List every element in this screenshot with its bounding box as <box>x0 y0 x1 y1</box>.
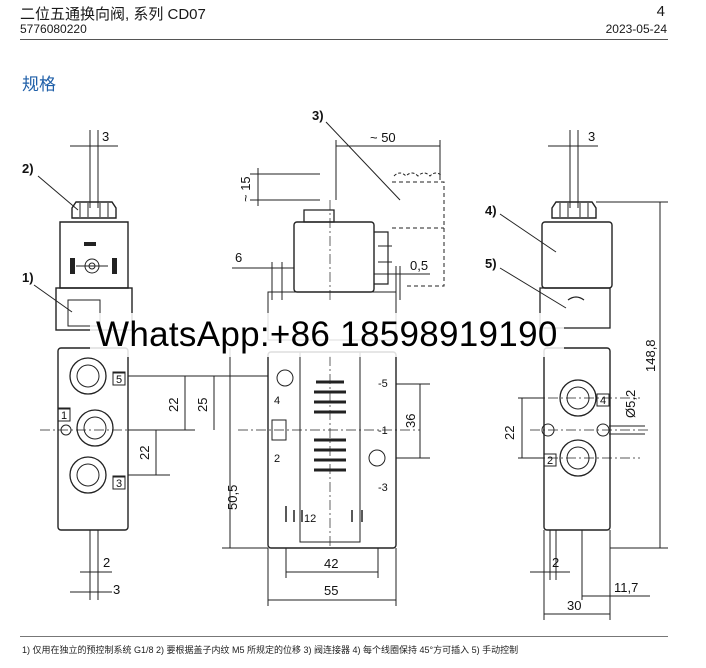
port-labels: 5 1 3 4 2 -5 4 -1 2 -3 12 <box>57 372 610 525</box>
dim-50-5: 50,5 <box>225 485 240 510</box>
dim-42: 42 <box>324 556 338 571</box>
right-view: 3 22 Ø5,2 148,8 <box>499 129 668 620</box>
port-3-label: 3 <box>116 478 122 490</box>
page-number: 4 <box>656 3 665 20</box>
dim-3-top-left: 3 <box>102 129 109 144</box>
dim-11-7: 11,7 <box>614 580 638 595</box>
dim-25: 25 <box>195 398 210 412</box>
center-port-1: -1 <box>378 425 388 437</box>
port-5-label: 5 <box>116 374 122 386</box>
dim-0-5: 0,5 <box>410 258 428 273</box>
center-port-12: 12 <box>304 513 316 525</box>
dim-22-a: 22 <box>166 398 181 412</box>
dim-6: 6 <box>235 250 242 265</box>
dim-148-8: 148,8 <box>643 339 658 372</box>
center-port-5: -5 <box>378 378 388 390</box>
document-date: 2023-05-24 <box>605 22 667 36</box>
dim-5-2: Ø5,2 <box>623 390 638 418</box>
center-view: ~ 50 ~ 15 6 0,5 <box>190 121 445 606</box>
section-title: 规格 <box>22 75 56 94</box>
callout-2: 2) <box>22 161 34 176</box>
footnote: 1) 仅用在独立的预控制系统 G1/8 2) 要根据盖子内纹 M5 所规定的位移… <box>22 645 519 655</box>
dim-55: 55 <box>324 583 338 598</box>
dim-3-top-right: 3 <box>588 129 595 144</box>
port-1-label: 1 <box>61 410 67 422</box>
callout-5: 5) <box>485 256 497 271</box>
dim-2-right: 2 <box>552 555 559 570</box>
center-port-4: 4 <box>274 395 280 407</box>
left-view: 3 22 22 2 <box>33 129 195 600</box>
whatsapp-watermark: WhatsApp:+86 18598919190 <box>90 313 564 357</box>
dim-22-b: 22 <box>137 446 152 460</box>
dim-3-bottom: 3 <box>113 582 120 597</box>
callouts: 2) 1) 3) 4) 5) <box>22 108 497 285</box>
dim-50: ~ 50 <box>370 130 396 145</box>
port-2-label: 2 <box>547 455 553 467</box>
center-port-3: -3 <box>378 482 388 494</box>
callout-3: 3) <box>312 108 324 123</box>
callout-1: 1) <box>22 270 34 285</box>
footer-rule <box>20 636 668 637</box>
center-port-2: 2 <box>274 453 280 465</box>
dim-30: 30 <box>567 598 581 613</box>
dim-36: 36 <box>403 414 418 428</box>
callout-4: 4) <box>485 203 497 218</box>
part-number: 5776080220 <box>20 22 87 36</box>
port-4-label: 4 <box>600 395 606 407</box>
document-title: 二位五通换向阀, 系列 CD07 <box>20 6 206 23</box>
dim-15: ~ 15 <box>238 176 253 202</box>
header-rule <box>20 39 668 40</box>
dim-2-left: 2 <box>103 555 110 570</box>
dim-22-right: 22 <box>502 426 517 440</box>
